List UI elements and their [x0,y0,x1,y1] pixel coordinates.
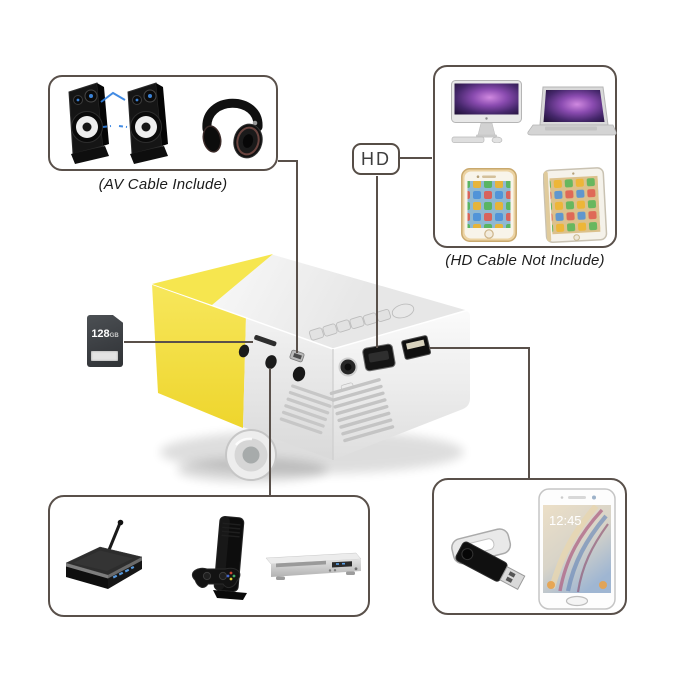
projector-left-face-white [243,317,333,460]
projector-left-face-yellow [152,284,246,428]
usb-flash-drive-image [451,528,526,591]
speakers-image [68,82,169,165]
left-vents [279,384,334,435]
sd-card-slot [254,335,277,347]
phone-clock: 12:45 [549,513,582,528]
dvd-player-image [265,552,362,580]
headphones-image [202,98,263,159]
phone-home-button [565,595,589,607]
tv-box-display [112,565,135,579]
power-port [265,355,277,369]
sd-card-body: 128GB [87,315,123,367]
hd-devices-box [433,65,617,248]
aux-port [292,366,306,382]
sd-card: 128GB [87,315,123,367]
game-console-image [191,516,247,600]
projector-speaker-oval [391,303,415,319]
smartphone-image: 12:45 [538,488,616,610]
projector-left-ports [238,335,306,382]
sd-card-label-strip [91,351,118,361]
imac-image [451,80,522,143]
sd-card-capacity: 128GB [91,328,119,340]
av-caption: (AV Cable Include) [98,176,228,193]
ipad-image [543,167,608,244]
projector-top-yellow-stripe [152,254,273,305]
media-devices-box [48,495,370,617]
hd-connector-label: HD [352,143,400,175]
hd-caption: (HD Cable Not Include) [445,252,605,269]
projector-buttons [308,303,415,341]
projector-right-ports [338,335,432,391]
av-port [238,344,250,358]
tv-box-image [65,519,143,589]
projector-image [151,253,470,482]
right-vents [329,378,395,443]
iphone-image [461,168,517,242]
av-devices-box [48,75,278,171]
macbook-image [527,86,617,136]
gamepad [191,567,241,589]
usb-devices-box: 12:45 [432,478,627,615]
speaker-cable [100,91,128,128]
smartphone-screen: 12:45 [543,505,611,593]
projector-lens [225,429,277,481]
